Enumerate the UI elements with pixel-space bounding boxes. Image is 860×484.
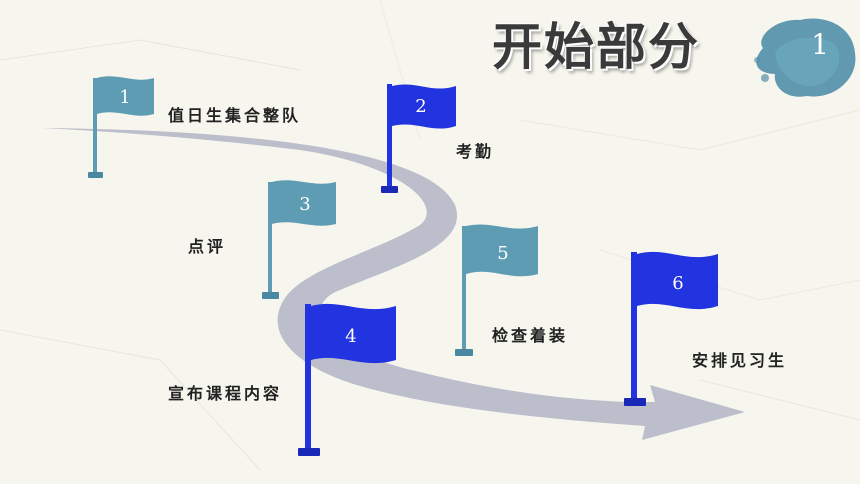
flag-6 bbox=[624, 251, 718, 406]
flag-1-number: 1 bbox=[119, 87, 131, 108]
flag-1 bbox=[88, 76, 154, 178]
step-3-label: 点评 bbox=[188, 237, 227, 256]
step-6-label: 安排见习生 bbox=[692, 351, 788, 370]
flag-2 bbox=[381, 84, 456, 193]
flag-5 bbox=[455, 224, 538, 356]
section-number: 1 bbox=[811, 28, 829, 61]
step-2-label: 考勤 bbox=[456, 142, 495, 161]
section-badge-ink-blot bbox=[754, 18, 856, 97]
flag-4 bbox=[298, 303, 396, 456]
flag-4-number: 4 bbox=[345, 326, 357, 347]
step-4-label: 宣布课程内容 bbox=[168, 384, 283, 403]
step-5-label: 检查着装 bbox=[492, 326, 569, 345]
flag-5-number: 5 bbox=[497, 243, 509, 264]
page-title: 开始部分 bbox=[492, 18, 700, 76]
flag-3-number: 3 bbox=[299, 194, 311, 215]
flag-3 bbox=[262, 180, 336, 299]
step-1-label: 值日生集合整队 bbox=[168, 106, 302, 125]
flag-6-number: 6 bbox=[672, 273, 684, 294]
road-shape bbox=[42, 128, 745, 440]
flag-2-number: 2 bbox=[415, 96, 427, 117]
